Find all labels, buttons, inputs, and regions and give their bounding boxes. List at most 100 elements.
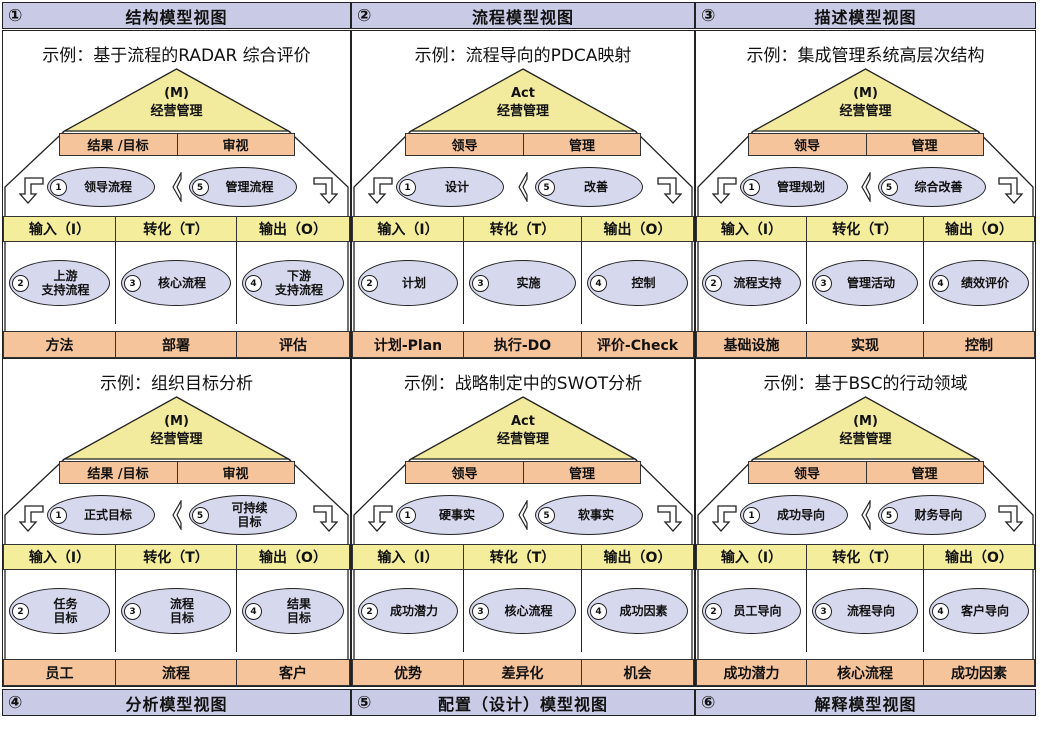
step-number-5: 5 — [538, 179, 555, 196]
chevron-left-icon — [171, 500, 182, 530]
process-label: 绩效评价 — [960, 276, 1009, 290]
bottom-label-3: 机会 — [581, 659, 694, 686]
process-label: 流程 目标 — [169, 597, 194, 625]
view-number: ① — [8, 6, 23, 26]
tier-label-2: 审视 — [176, 133, 295, 156]
roof-label-top: Act — [511, 86, 535, 101]
view-number: ⑥ — [701, 693, 716, 713]
column-divider — [463, 242, 464, 324]
feedback-arrow-right-icon — [313, 177, 338, 204]
process-label: 员工导向 — [733, 604, 782, 618]
io-label-1: 输入（I） — [3, 216, 116, 242]
step-number-1: 1 — [399, 507, 416, 524]
view-title: 流程模型视图 — [471, 7, 574, 27]
feedback-arrow-left-icon — [368, 505, 393, 532]
bottom-label-2: 部署 — [115, 331, 237, 358]
step-number-2: 2 — [361, 275, 378, 292]
step-number-3: 3 — [815, 275, 832, 292]
bottom-label-2: 执行-DO — [463, 331, 582, 358]
step-number-4: 4 — [932, 275, 949, 292]
process-label: 计划 — [401, 276, 426, 290]
tier-label-2: 管理 — [865, 461, 984, 484]
roof-label-main: 经营管理 — [839, 104, 892, 119]
step-number-3: 3 — [124, 275, 141, 292]
bottom-label-1: 优势 — [352, 659, 464, 686]
roof-label-main: 经营管理 — [150, 432, 203, 447]
process-label: 软事实 — [577, 508, 614, 522]
view-number: ④ — [8, 693, 23, 713]
bottom-label-1: 基础设施 — [696, 331, 807, 358]
view-title: 配置（设计）模型视图 — [437, 694, 608, 714]
bottom-label-3: 评估 — [236, 331, 350, 358]
step-number-2: 2 — [12, 275, 29, 292]
io-label-1: 输入（I） — [3, 544, 116, 570]
chevron-left-icon — [518, 500, 528, 530]
roof-label-main: 经营管理 — [839, 432, 892, 447]
column-divider — [236, 570, 237, 652]
io-label-3: 输出（O） — [581, 544, 694, 570]
process-label: 可持续 目标 — [231, 501, 268, 529]
roof-label-main: 经营管理 — [496, 104, 549, 119]
bottom-label-2: 实现 — [806, 331, 924, 358]
process-label: 成功潜力 — [389, 604, 438, 618]
step-number-1: 1 — [50, 179, 67, 196]
io-label-2: 转化（T） — [806, 216, 924, 242]
step-number-2: 2 — [705, 603, 722, 620]
bottom-label-1: 成功潜力 — [696, 659, 807, 686]
feedback-arrow-left-icon — [712, 177, 737, 204]
bottom-label-2: 流程 — [115, 659, 237, 686]
process-ellipse-3: 流程 目标 — [121, 588, 231, 634]
io-label-2: 转化（T） — [806, 544, 924, 570]
step-number-1: 1 — [743, 507, 760, 524]
process-label: 综合改善 — [914, 180, 963, 194]
column-divider — [115, 570, 116, 652]
process-label: 设计 — [444, 180, 469, 194]
roof-label-top: (M) — [853, 86, 878, 101]
step-number-2: 2 — [361, 603, 378, 620]
tier-label-1: 结果 /目标 — [58, 461, 178, 484]
view-title: 解释模型视图 — [814, 694, 917, 714]
feedback-arrow-right-icon — [657, 177, 682, 204]
process-label: 正式目标 — [83, 508, 132, 522]
step-number-1: 1 — [743, 179, 760, 196]
roof-label-main: 经营管理 — [150, 104, 203, 119]
bottom-label-3: 客户 — [236, 659, 350, 686]
tier-label-2: 管理 — [865, 133, 984, 156]
step-number-4: 4 — [245, 275, 262, 292]
view-header-2: ② 流程模型视图 — [351, 2, 695, 29]
step-number-3: 3 — [472, 275, 489, 292]
process-label: 结果 目标 — [286, 597, 311, 625]
view-title: 描述模型视图 — [814, 7, 917, 27]
feedback-arrow-left-icon — [19, 177, 44, 204]
chevron-left-icon — [860, 500, 871, 530]
chevron-left-icon — [860, 172, 871, 202]
step-number-3: 3 — [472, 603, 489, 620]
column-divider — [806, 242, 807, 324]
process-label: 改善 — [583, 180, 608, 194]
io-label-3: 输出（O） — [581, 216, 694, 242]
feedback-arrow-right-icon — [998, 505, 1023, 532]
io-label-3: 输出（O） — [236, 216, 350, 242]
tier-label-1: 领导 — [747, 133, 867, 156]
process-label: 客户导向 — [960, 604, 1009, 618]
process-label: 流程导向 — [846, 604, 895, 618]
tier-label-1: 领导 — [405, 133, 524, 156]
roof-label-main: 经营管理 — [496, 432, 549, 447]
view-number: ② — [357, 6, 372, 26]
process-label: 上游 支持流程 — [41, 269, 90, 297]
tier-label-2: 管理 — [523, 461, 641, 484]
feedback-arrow-left-icon — [712, 505, 737, 532]
example-caption: 示例：战略制定中的SWOT分析 — [403, 374, 643, 394]
bottom-label-2: 差异化 — [463, 659, 582, 686]
io-label-2: 转化（T） — [463, 216, 582, 242]
step-number-4: 4 — [590, 275, 607, 292]
bottom-label-3: 评价-Check — [581, 331, 694, 358]
example-caption: 示例：基于流程的RADAR 综合评价 — [42, 46, 311, 66]
feedback-arrow-left-icon — [19, 505, 44, 532]
